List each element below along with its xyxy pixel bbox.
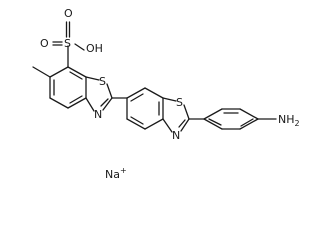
sodium-counterion-label: Na+	[105, 166, 127, 181]
hydroxyl-label: OH	[86, 42, 103, 55]
benzene-ring-left	[49, 66, 87, 109]
benzene-ring-middle	[126, 87, 164, 130]
oxygen-left-label: O	[40, 37, 49, 50]
thiazole-nitrogen-middle-label: N	[172, 129, 180, 142]
sulfonic-acid-group: O O S OH	[40, 7, 103, 68]
sulfonyl-sulfur-label: S	[64, 37, 71, 50]
thiazole-sulfur-left-label: S	[99, 75, 106, 88]
thiazole-ring-middle: S N	[162, 96, 190, 142]
methyl-bond	[32, 66, 51, 78]
oxygen-top-label: O	[64, 7, 73, 20]
thiazole-ring-left: S N	[85, 75, 113, 121]
thiazole-nitrogen-left-label: N	[94, 108, 102, 121]
aminophenyl-ring	[203, 108, 259, 130]
structure-drawing: O O S OH S N S N	[32, 7, 300, 181]
molecule-structure: O O S OH S N S N	[32, 7, 300, 181]
thiazole-sulfur-middle-label: S	[176, 96, 183, 109]
amine-label: NH2	[278, 113, 300, 128]
